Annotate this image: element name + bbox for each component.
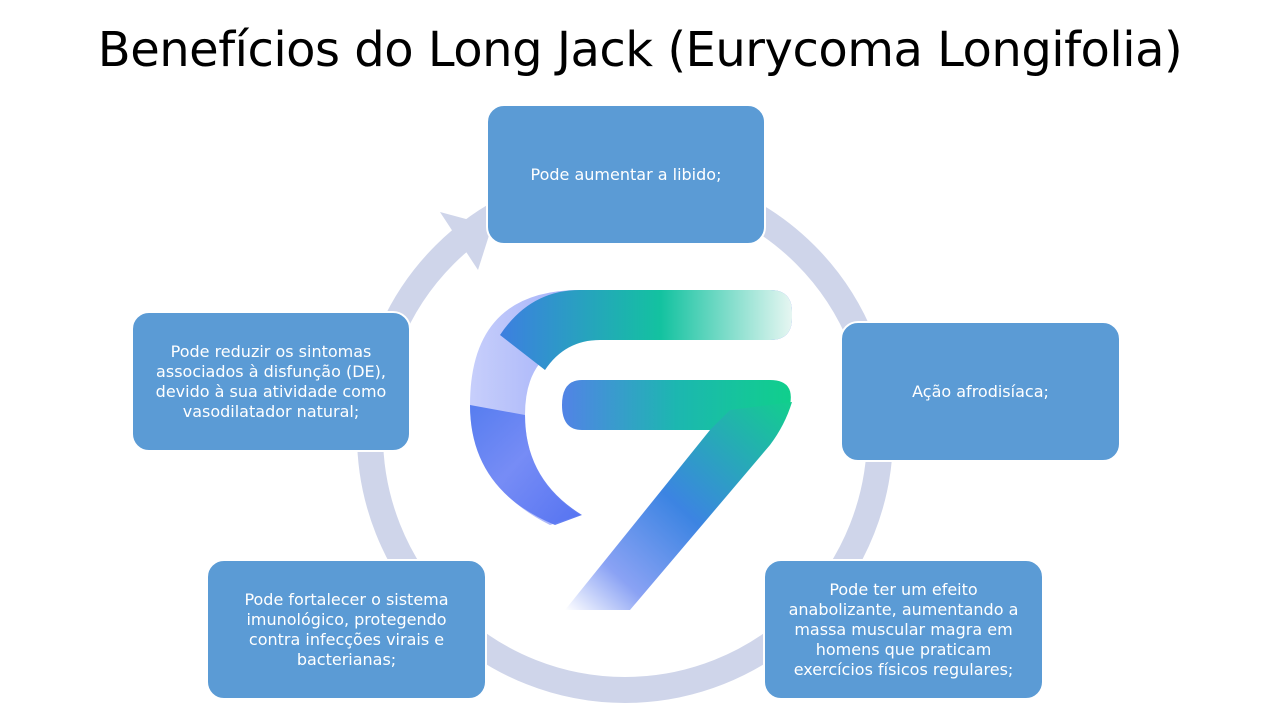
cycle-node-bottom-left: Pode fortalecer o sistema imunológico, p… [206,559,487,700]
cycle-node-bottom-right: Pode ter um efeito anabolizante, aumenta… [763,559,1044,700]
cycle-node-left: Pode reduzir os sintomas associados à di… [131,311,411,452]
cycle-node-top-text: Pode aumentar a libido; [530,164,722,184]
cycle-node-bottom-right-text: Pode ter um efeito anabolizante, aumenta… [788,579,1019,679]
cycle-node-left-text: Pode reduzir os sintomas associados à di… [155,341,387,421]
g7-logo-icon [470,290,792,610]
cycle-node-bottom-left-text: Pode fortalecer o sistema imunológico, p… [244,589,449,669]
slide-title: Benefícios do Long Jack (Eurycoma Longif… [97,22,1183,78]
cycle-node-top: Pode aumentar a libido; [486,104,766,245]
cycle-node-right: Ação afrodisíaca; [840,321,1121,462]
cycle-arrowhead-icon [440,212,492,270]
cycle-node-right-text: Ação afrodisíaca; [912,381,1049,401]
